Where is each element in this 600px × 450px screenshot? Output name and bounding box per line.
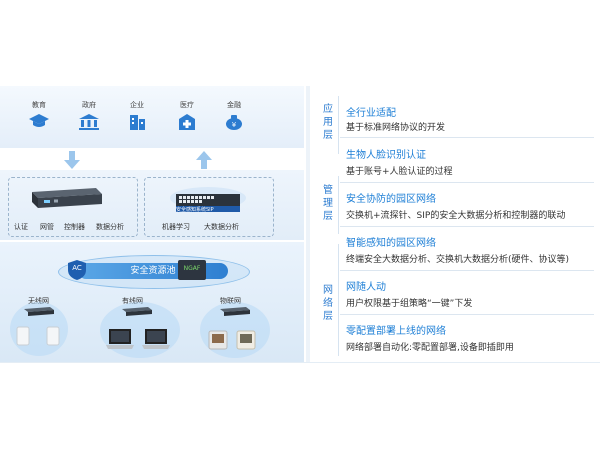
ngaf-badge-label: NGAF bbox=[183, 265, 201, 272]
separator bbox=[340, 226, 594, 227]
medical-cross-icon bbox=[179, 114, 195, 130]
controller-device-icon bbox=[32, 188, 102, 208]
sip-appliance-icon bbox=[170, 187, 246, 212]
item-desc: 交换机+流探针、SIP的安全大数据分析和控制器的联动 bbox=[346, 211, 566, 221]
svg-text:¥: ¥ bbox=[232, 121, 237, 129]
mgmt-label-bigdata: 大数据分析 bbox=[204, 223, 239, 231]
industry-label: 医疗 bbox=[180, 101, 194, 109]
bracket-management bbox=[338, 176, 339, 234]
layer-tag-management: 管理层 bbox=[318, 184, 338, 223]
item-title: 智能感知的园区网络 bbox=[346, 238, 436, 249]
network-label-wireless: 无线网 bbox=[28, 297, 49, 305]
item-title: 生物人脸识别认证 bbox=[346, 150, 426, 161]
sip-device-label: 安全感知系统SIP bbox=[176, 207, 214, 213]
item-title: 安全协防的园区网络 bbox=[346, 194, 436, 205]
layer-name: 管理层 bbox=[323, 185, 333, 222]
layer-name: 网络层 bbox=[323, 285, 333, 322]
graduation-cap-icon bbox=[29, 114, 49, 127]
bottom-rule bbox=[0, 362, 600, 363]
iot-terminal-icon bbox=[236, 330, 256, 350]
separator bbox=[340, 182, 594, 183]
ac-badge-label: AC bbox=[72, 264, 82, 272]
item-desc: 用户权限基于组策略“一键”下发 bbox=[346, 299, 473, 309]
item-desc: 终端安全大数据分析、交换机大数据分析(硬件、协议等) bbox=[346, 255, 570, 265]
iot-terminal-icon bbox=[208, 330, 228, 350]
application-panel bbox=[0, 86, 304, 148]
switch-icon bbox=[122, 307, 152, 316]
switch-icon bbox=[220, 307, 250, 316]
item-desc: 基于账号+人脸认证的过程 bbox=[346, 167, 453, 177]
network-label-wired: 有线网 bbox=[122, 297, 143, 305]
money-bag-icon: ¥ bbox=[226, 115, 242, 130]
item-title: 全行业适配 bbox=[346, 108, 396, 119]
laptop-icon bbox=[142, 329, 170, 349]
item-title: 零配置部署上线的网络 bbox=[346, 326, 446, 337]
enterprise-building-icon bbox=[130, 115, 145, 130]
management-right-box bbox=[144, 177, 274, 237]
mgmt-label-ml: 机器学习 bbox=[162, 223, 190, 231]
item-title: 网随人动 bbox=[346, 282, 386, 293]
layer-name: 应用层 bbox=[323, 104, 333, 141]
industry-enterprise: 企业 bbox=[122, 100, 152, 131]
ngaf-device-icon: NGAF bbox=[178, 260, 206, 280]
layer-tag-network: 网络层 bbox=[318, 284, 338, 323]
bracket-application bbox=[338, 96, 339, 154]
bracket-network bbox=[338, 244, 339, 356]
industry-label: 政府 bbox=[82, 101, 96, 109]
industry-label: 教育 bbox=[32, 101, 46, 109]
wireless-ap-icon bbox=[16, 326, 30, 346]
separator bbox=[340, 137, 594, 138]
item-desc: 网络部署自动化:零配置部署,设备即插即用 bbox=[346, 343, 514, 353]
down-arrow-icon bbox=[64, 151, 80, 169]
mgmt-label-netmgmt: 网管 bbox=[40, 223, 54, 231]
separator bbox=[340, 314, 594, 315]
item-desc: 基于标准网络协议的开发 bbox=[346, 123, 446, 133]
mgmt-label-analytics: 数据分析 bbox=[96, 223, 124, 231]
mgmt-label-controller: 控制器 bbox=[64, 223, 85, 231]
divider-strip bbox=[306, 86, 310, 362]
industry-label: 企业 bbox=[130, 101, 144, 109]
government-building-icon bbox=[79, 114, 99, 130]
up-arrow-icon bbox=[196, 151, 212, 169]
laptop-icon bbox=[106, 329, 134, 349]
pool-label: 安全资源池 bbox=[130, 266, 176, 276]
ac-shield-icon: AC bbox=[66, 259, 88, 281]
industry-medical: 医疗 bbox=[172, 100, 202, 131]
industry-education: 教育 bbox=[24, 100, 54, 129]
mgmt-label-auth: 认证 bbox=[14, 223, 28, 231]
layer-tag-application: 应用层 bbox=[318, 103, 338, 142]
wireless-ap-icon bbox=[46, 326, 60, 346]
industry-label: 金融 bbox=[227, 101, 241, 109]
network-label-iot: 物联网 bbox=[220, 297, 241, 305]
separator bbox=[340, 270, 594, 271]
management-left-box bbox=[8, 177, 138, 237]
switch-icon bbox=[24, 307, 54, 316]
industry-finance: 金融 ¥ bbox=[219, 100, 249, 131]
industry-government: 政府 bbox=[74, 100, 104, 131]
